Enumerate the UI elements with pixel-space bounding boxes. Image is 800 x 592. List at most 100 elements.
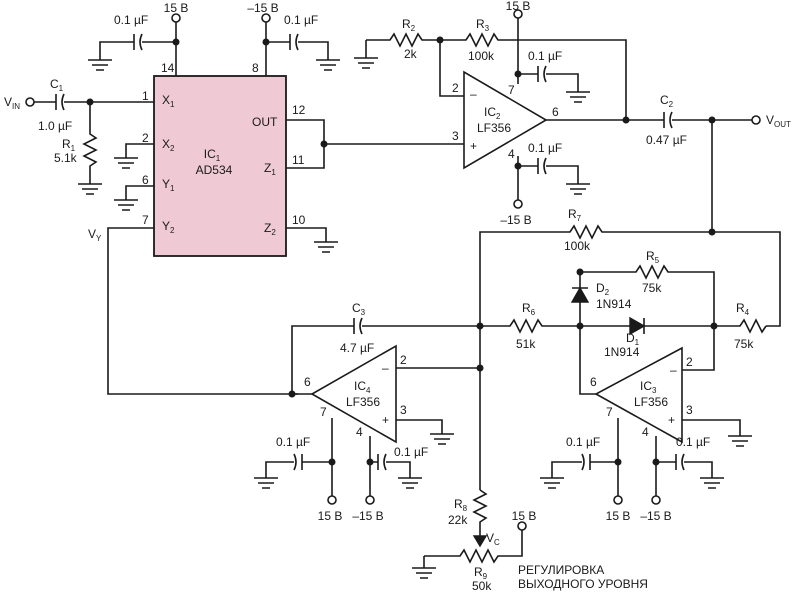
ic4-wiring: C3 4.7 µF 0.1 µF 15 В 0.1 µF –15 В	[254, 301, 484, 523]
ic3-neg-supply-label: –15 В	[640, 509, 671, 523]
c2-label: C2	[660, 93, 674, 109]
ic3-bypass-pos-label: 0.1 µF	[566, 435, 600, 449]
ic1-pin-12: 12	[292, 103, 306, 117]
c1-label: C1	[50, 77, 64, 93]
ic2-bypass-pos-label: 0.1 µF	[528, 49, 562, 63]
r9-label: R9	[474, 565, 488, 581]
ic4-pin-2: 2	[400, 353, 407, 367]
ic3-pin-3: 3	[686, 403, 693, 417]
ic1-output-wiring	[286, 119, 464, 253]
ic4-part: LF356	[346, 395, 380, 409]
vref-terminal[interactable]	[517, 521, 527, 531]
caption-line-2: ВЫХОДНОГО УРОВНЯ	[518, 577, 648, 591]
ic4-body	[310, 344, 397, 444]
ic1-pin-10: 10	[292, 213, 306, 227]
ic1-pin-11: 11	[292, 153, 305, 167]
ic2-body	[463, 70, 548, 170]
ic3-pos-supply-label: 15 В	[606, 509, 631, 523]
r6-value: 51k	[516, 337, 536, 351]
r9-value: 50k	[472, 579, 492, 592]
r7-label: R7	[568, 207, 582, 223]
ic3-name: IC3	[640, 379, 657, 395]
ic1-input-wiring: VIN C1 1.0 µF R1 5.1k VY	[4, 77, 298, 395]
r5-label: R5	[646, 249, 660, 265]
ic1-pin-7: 7	[142, 213, 149, 227]
ic2-pin-3: 3	[452, 129, 459, 143]
level-control: R8 22k VC 15 В R9 50k РЕГУЛИРОВКА ВЫХОДН…	[412, 489, 648, 592]
ic2-pin-4: 4	[508, 147, 515, 161]
r4-label: R4	[736, 301, 750, 317]
ic1-body	[153, 75, 287, 257]
ic3-wiring: R6 51k D1 1N914 D2 1N914 R5 75k R4 75k	[476, 249, 767, 523]
r9-wiper-arrow	[472, 535, 488, 548]
ic3-part: LF356	[634, 395, 668, 409]
c3-label: C3	[352, 301, 366, 317]
ic2-pin-7: 7	[508, 83, 515, 97]
ic1-bypass-pos-label: 0.1 µF	[114, 13, 148, 27]
ic4-pin-4: 4	[356, 425, 363, 439]
ic1-pin-6: 6	[142, 173, 149, 187]
d1-diode	[629, 316, 646, 336]
r1-label: R1	[62, 137, 76, 153]
ic4-name: IC4	[354, 379, 371, 395]
vin-terminal[interactable]	[25, 97, 35, 107]
ic3-pin-7: 7	[606, 405, 613, 419]
r5-value: 75k	[642, 281, 662, 295]
ic3-minus: –	[670, 363, 677, 377]
ic4-bypass-neg-label: 0.1 µF	[394, 445, 428, 459]
ic2-part: LF356	[477, 121, 511, 135]
ic3-plus: +	[668, 413, 675, 427]
r9-supply-label: 15 В	[512, 509, 537, 523]
ic1-supply-wiring: 0.1 µF 15 В –15 В 0.1 µF	[88, 1, 340, 76]
r8-label: R8	[454, 497, 468, 513]
ic1-part: AD534	[196, 163, 233, 177]
r4-value: 75k	[734, 337, 754, 351]
vin-label: VIN	[4, 95, 20, 111]
ic1-neg-supply-label: –15 В	[247, 1, 278, 15]
r1-value: 5.1k	[54, 151, 78, 165]
vc-label: VC	[486, 531, 500, 547]
ic2-pin-2: 2	[452, 81, 459, 95]
c1-value: 1.0 µF	[38, 119, 72, 133]
ic3-body	[594, 346, 683, 444]
vy-label: VY	[88, 227, 102, 243]
d2-label: D2	[596, 281, 610, 297]
ic2-plus: +	[470, 139, 477, 153]
vout-label: VOUT	[766, 113, 791, 129]
ic3-opamp: – + IC3 LF356 2 3 6 7 4	[590, 346, 693, 444]
ic2-neg-supply-label: –15 В	[500, 213, 531, 227]
d2-diode	[570, 286, 590, 303]
r6-label: R6	[522, 301, 536, 317]
r8-value: 22k	[448, 513, 468, 527]
ic1-y1-label: Y1	[162, 177, 175, 193]
ic1-x1-label: X1	[162, 93, 175, 109]
ic1-pin-2: 2	[142, 131, 149, 145]
ic1-pos-supply-label: 15 В	[164, 1, 189, 15]
vout-terminal[interactable]	[751, 115, 761, 125]
ic2-name: IC2	[484, 105, 501, 121]
ic4-pin-7: 7	[320, 405, 327, 419]
ic1-pin-14: 14	[161, 61, 175, 75]
ic4-opamp: – + IC4 LF356 2 3 6 7 4	[304, 344, 407, 444]
ic1-out-label: OUT	[252, 115, 278, 129]
ic3-bypass-neg-label: 0.1 µF	[676, 435, 710, 449]
ic2-bypass-neg-label: 0.1 µF	[528, 141, 562, 155]
ic4-pin-6: 6	[304, 375, 311, 389]
r2-value: 2k	[404, 47, 418, 61]
r7-feedback: R7 100k	[479, 207, 781, 327]
r3-label: R3	[476, 17, 490, 33]
ic3-pin-2: 2	[686, 355, 693, 369]
ic2-wiring: R2 2k R3 100k C2 0.47 µF VOUT 15 В 0.1 µ…	[354, 0, 791, 236]
ic1-pin-1: 1	[142, 89, 149, 103]
ic3-pin-4: 4	[642, 425, 649, 439]
caption-line-1: РЕГУЛИРОВКА	[518, 563, 604, 577]
ic4-neg-supply-label: –15 В	[352, 509, 383, 523]
ic1-z2-label: Z2	[264, 221, 276, 237]
ic4-pos-supply-label: 15 В	[318, 509, 343, 523]
r2-label: R2	[402, 17, 416, 33]
ic2-pos-supply-label: 15 В	[506, 0, 531, 13]
ic1-bypass-neg-label: 0.1 µF	[284, 13, 318, 27]
ic2-opamp: – + IC2 LF356 2 3 6 7 4	[452, 70, 559, 170]
ic4-plus: +	[382, 413, 389, 427]
ic4-minus: –	[382, 361, 389, 375]
